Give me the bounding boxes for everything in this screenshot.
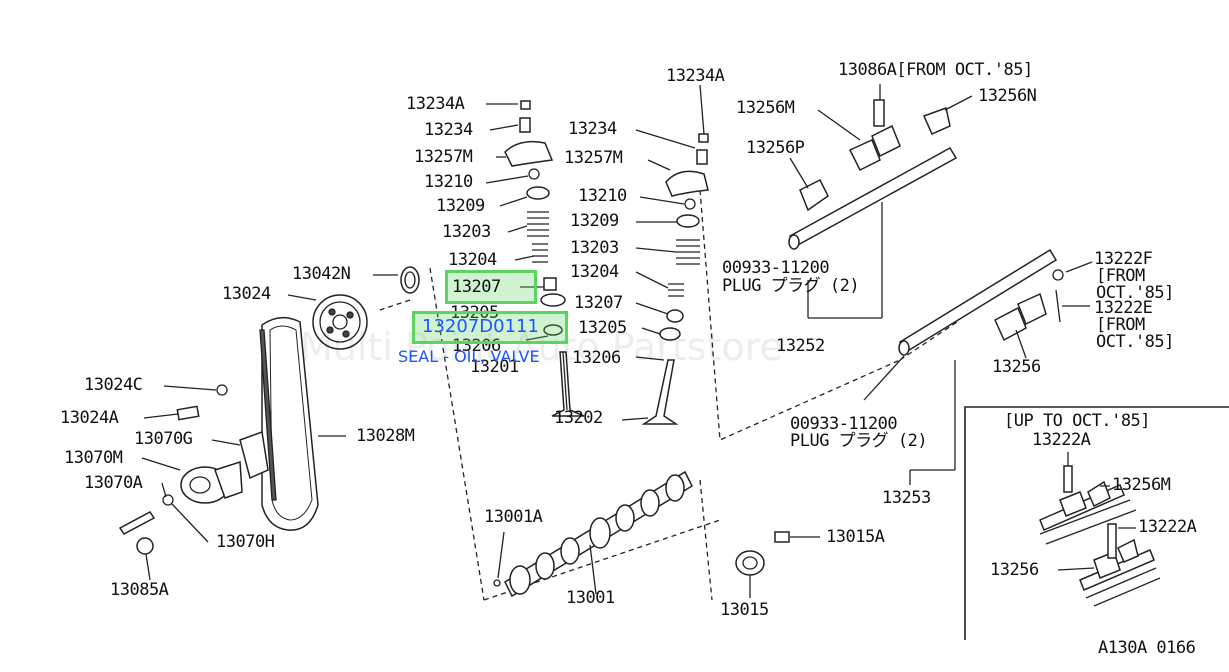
label-13209-left[interactable]: 13209 — [436, 196, 485, 216]
label-13222E-date[interactable]: OCT.'85] — [1096, 332, 1174, 352]
label-13024A[interactable]: 13024A — [60, 408, 119, 428]
label-plug-lower[interactable]: PLUG プラグ (2) — [790, 431, 928, 451]
timing-belt — [259, 316, 319, 531]
label-13070M[interactable]: 13070M — [64, 448, 123, 468]
upper-rocker-shaft — [788, 99, 958, 250]
label-13209-mid[interactable]: 13209 — [570, 211, 619, 231]
highlight-caption: SEAL - OIL, VALVE — [398, 347, 540, 366]
label-13222E-from[interactable]: [FROM — [1096, 315, 1145, 335]
camshaft — [493, 470, 693, 598]
highlight-box-part-number[interactable] — [412, 311, 568, 344]
label-13222F-date[interactable]: OCT.'85] — [1096, 283, 1174, 303]
label-13253[interactable]: 13253 — [882, 488, 931, 508]
label-13256P[interactable]: 13256P — [746, 138, 805, 158]
label-13257M-left[interactable]: 13257M — [414, 147, 473, 167]
label-13256N[interactable]: 13256N — [978, 86, 1037, 106]
label-13042N[interactable]: 13042N — [292, 264, 351, 284]
label-13256-right[interactable]: 13256 — [992, 357, 1041, 377]
leader-lines-inset — [1057, 452, 1136, 571]
leader-lines-left-stack — [485, 103, 549, 341]
leader-lines-camshaft — [497, 531, 820, 598]
label-13256M-top[interactable]: 13256M — [736, 98, 795, 118]
highlight-part-number[interactable]: 13207D0111 — [422, 316, 539, 337]
label-13234A-left[interactable]: 13234A — [406, 94, 465, 114]
leader-lines-middle-stack — [621, 84, 705, 421]
label-13001A[interactable]: 13001A — [484, 507, 543, 527]
label-13222F-from[interactable]: [FROM — [1096, 266, 1145, 286]
label-13206-mid[interactable]: 13206 — [572, 348, 621, 368]
label-13202[interactable]: 13202 — [554, 408, 603, 428]
lower-rocker-shaft — [898, 248, 1064, 356]
label-13070G[interactable]: 13070G — [134, 429, 193, 449]
leader-lines-left — [141, 274, 411, 581]
label-13204-left[interactable]: 13204 — [448, 250, 497, 270]
label-13256M-inset[interactable]: 13256M — [1112, 475, 1171, 495]
dashed-housing — [429, 189, 961, 601]
highlight-box-13207[interactable] — [445, 270, 537, 304]
label-13024C[interactable]: 13024C — [84, 375, 143, 395]
front-oil-seal — [400, 266, 420, 294]
label-13015[interactable]: 13015 — [720, 600, 769, 620]
camshaft-sprocket — [312, 294, 368, 350]
diagram-reference: A130A 0166 — [1098, 638, 1196, 658]
label-13256-inset[interactable]: 13256 — [990, 560, 1039, 580]
label-13222F[interactable]: 13222F — [1094, 249, 1153, 269]
label-00933-lower[interactable]: 00933-11200 — [790, 414, 898, 434]
label-13234-left[interactable]: 13234 — [424, 120, 473, 140]
leader-lines-upper-shaft — [789, 84, 973, 319]
label-13203-left[interactable]: 13203 — [442, 222, 491, 242]
label-13234A-top[interactable]: 13234A — [666, 66, 725, 86]
cam-plug-and-bolt — [735, 531, 790, 576]
label-13001[interactable]: 13001 — [566, 588, 615, 608]
label-13222E[interactable]: 13222E — [1094, 298, 1153, 318]
label-00933-upper[interactable]: 00933-11200 — [722, 258, 830, 278]
label-13257M-mid[interactable]: 13257M — [564, 148, 623, 168]
label-13086A[interactable]: 13086A[FROM OCT.'85] — [838, 60, 1033, 80]
label-up-to: [UP TO OCT.'85] — [1004, 411, 1151, 431]
label-13207-mid[interactable]: 13207 — [574, 293, 623, 313]
label-13070H[interactable]: 13070H — [216, 532, 275, 552]
label-13070A[interactable]: 13070A — [84, 473, 143, 493]
label-13204-mid[interactable]: 13204 — [570, 262, 619, 282]
label-13015A[interactable]: 13015A — [826, 527, 885, 547]
left-valve-stack — [504, 100, 585, 417]
inset-box — [964, 406, 1229, 640]
label-13222A-inset[interactable]: 13222A — [1138, 517, 1197, 537]
middle-valve-stack — [641, 133, 709, 425]
leader-lines-lower-shaft — [863, 261, 1093, 485]
tensioner-assembly — [118, 384, 269, 555]
label-13210-left[interactable]: 13210 — [424, 172, 473, 192]
label-13205-mid[interactable]: 13205 — [578, 318, 627, 338]
label-plug-upper[interactable]: PLUG プラグ (2) — [722, 276, 860, 296]
label-13252[interactable]: 13252 — [776, 336, 825, 356]
label-13234-mid[interactable]: 13234 — [568, 119, 617, 139]
watermark: Multi Point Auto Partstore — [300, 325, 783, 369]
label-13028M[interactable]: 13028M — [356, 426, 415, 446]
label-13207-highlighted[interactable]: 13207 — [452, 277, 501, 297]
label-13222A-inset-top[interactable]: 13222A — [1032, 430, 1091, 450]
label-13201[interactable]: 13201 — [470, 357, 519, 377]
label-13210-mid[interactable]: 13210 — [578, 186, 627, 206]
label-13085A[interactable]: 13085A — [110, 580, 169, 600]
label-13024[interactable]: 13024 — [222, 284, 271, 304]
label-13203-mid[interactable]: 13203 — [570, 238, 619, 258]
